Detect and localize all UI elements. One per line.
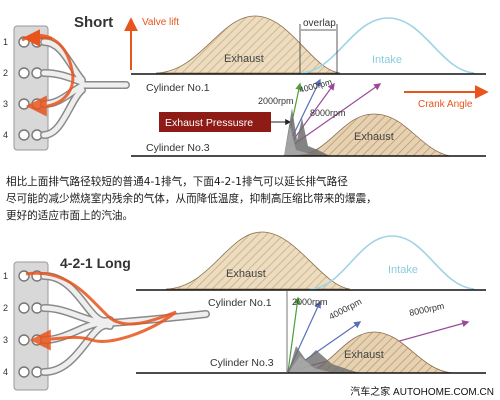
caption-line-2: 尽可能的减少燃烧室内残余的气体，从而降低温度，抑制高压缩比带来的爆震， [6,193,377,205]
bottom-rpm-2000-label: 2000rpm [292,297,328,307]
bottom-cylinder-3-label: Cylinder No.3 [210,357,274,369]
top-engine-block: 1 2 3 4 [3,25,49,151]
top-cylinder-1-label: Cylinder No.1 [146,82,210,94]
bottom-exhaust-lower-label: Exhaust [344,349,384,361]
top-cylinder-number-3: 3 [3,99,8,109]
bottom-rpm-4000-label: 4000rpm [327,296,363,322]
top-exhaust-manifold [40,38,130,139]
top-diagram: 1 2 3 4 Short Valve lift [3,14,489,157]
bottom-cylinder-1-label: Cylinder No.1 [208,297,272,309]
top-intake-curve [299,17,475,74]
bottom-rpm-8000-label: 8000rpm [408,301,445,318]
bottom-intake-curve [309,235,475,290]
top-exhaust-lower-label: Exhaust [354,131,394,143]
caption-line-3: 更好的适应市面上的汽油。 [6,210,134,222]
top-intake-label: Intake [372,54,402,66]
bottom-cylinder-number-1: 1 [3,271,8,281]
top-rpm-8000-label: 8000rpm [310,108,346,118]
top-title: Short [74,14,113,31]
bottom-exhaust-label: Exhaust [226,268,266,280]
bottom-cylinder-number-4: 4 [3,367,8,377]
top-cylinder-3-label: Cylinder No.3 [146,142,210,154]
crank-angle-label: Crank Angle [418,99,473,110]
top-pressure-spikes [284,108,330,156]
bottom-flow-arrow [25,271,177,351]
bottom-title: 4-2-1 Long [60,255,131,271]
top-cyl3-exhaust-curve [295,113,451,157]
bottom-exhaust-curve [165,231,351,290]
caption-line-1: 相比上面排气路径较短的普通4-1排气，下面4-2-1排气可以延长排气路径 [6,176,348,188]
top-rpm-2000-label: 2000rpm [258,96,294,106]
top-flow-arrow [21,33,75,117]
bottom-diagram: 1 2 3 4 4-2-1 Long Exhaust In [3,231,486,391]
top-cylinder-number-1: 1 [3,37,8,47]
exhaust-pressure-label: Exhaust Pressusre [165,117,253,129]
top-cylinder-number-2: 2 [3,68,8,78]
caption-paragraph: 相比上面排气路径较短的普通4-1排气，下面4-2-1排气可以延长排气路径 尽可能… [6,174,494,225]
bottom-cylinder-number-3: 3 [3,335,8,345]
bottom-intake-label: Intake [388,264,418,276]
watermark: 汽车之家 AUTOHOME.COM.CN [350,385,494,398]
top-exhaust-curve [155,15,341,74]
bottom-cylinder-number-2: 2 [3,303,8,313]
top-cylinder-number-4: 4 [3,130,8,140]
bottom-engine-block: 1 2 3 4 [3,261,49,391]
top-exhaust-label: Exhaust [224,53,264,65]
valve-lift-label: Valve lift [142,17,179,28]
exhaust-pressure-box [159,112,271,132]
overlap-label: overlap [303,18,336,29]
